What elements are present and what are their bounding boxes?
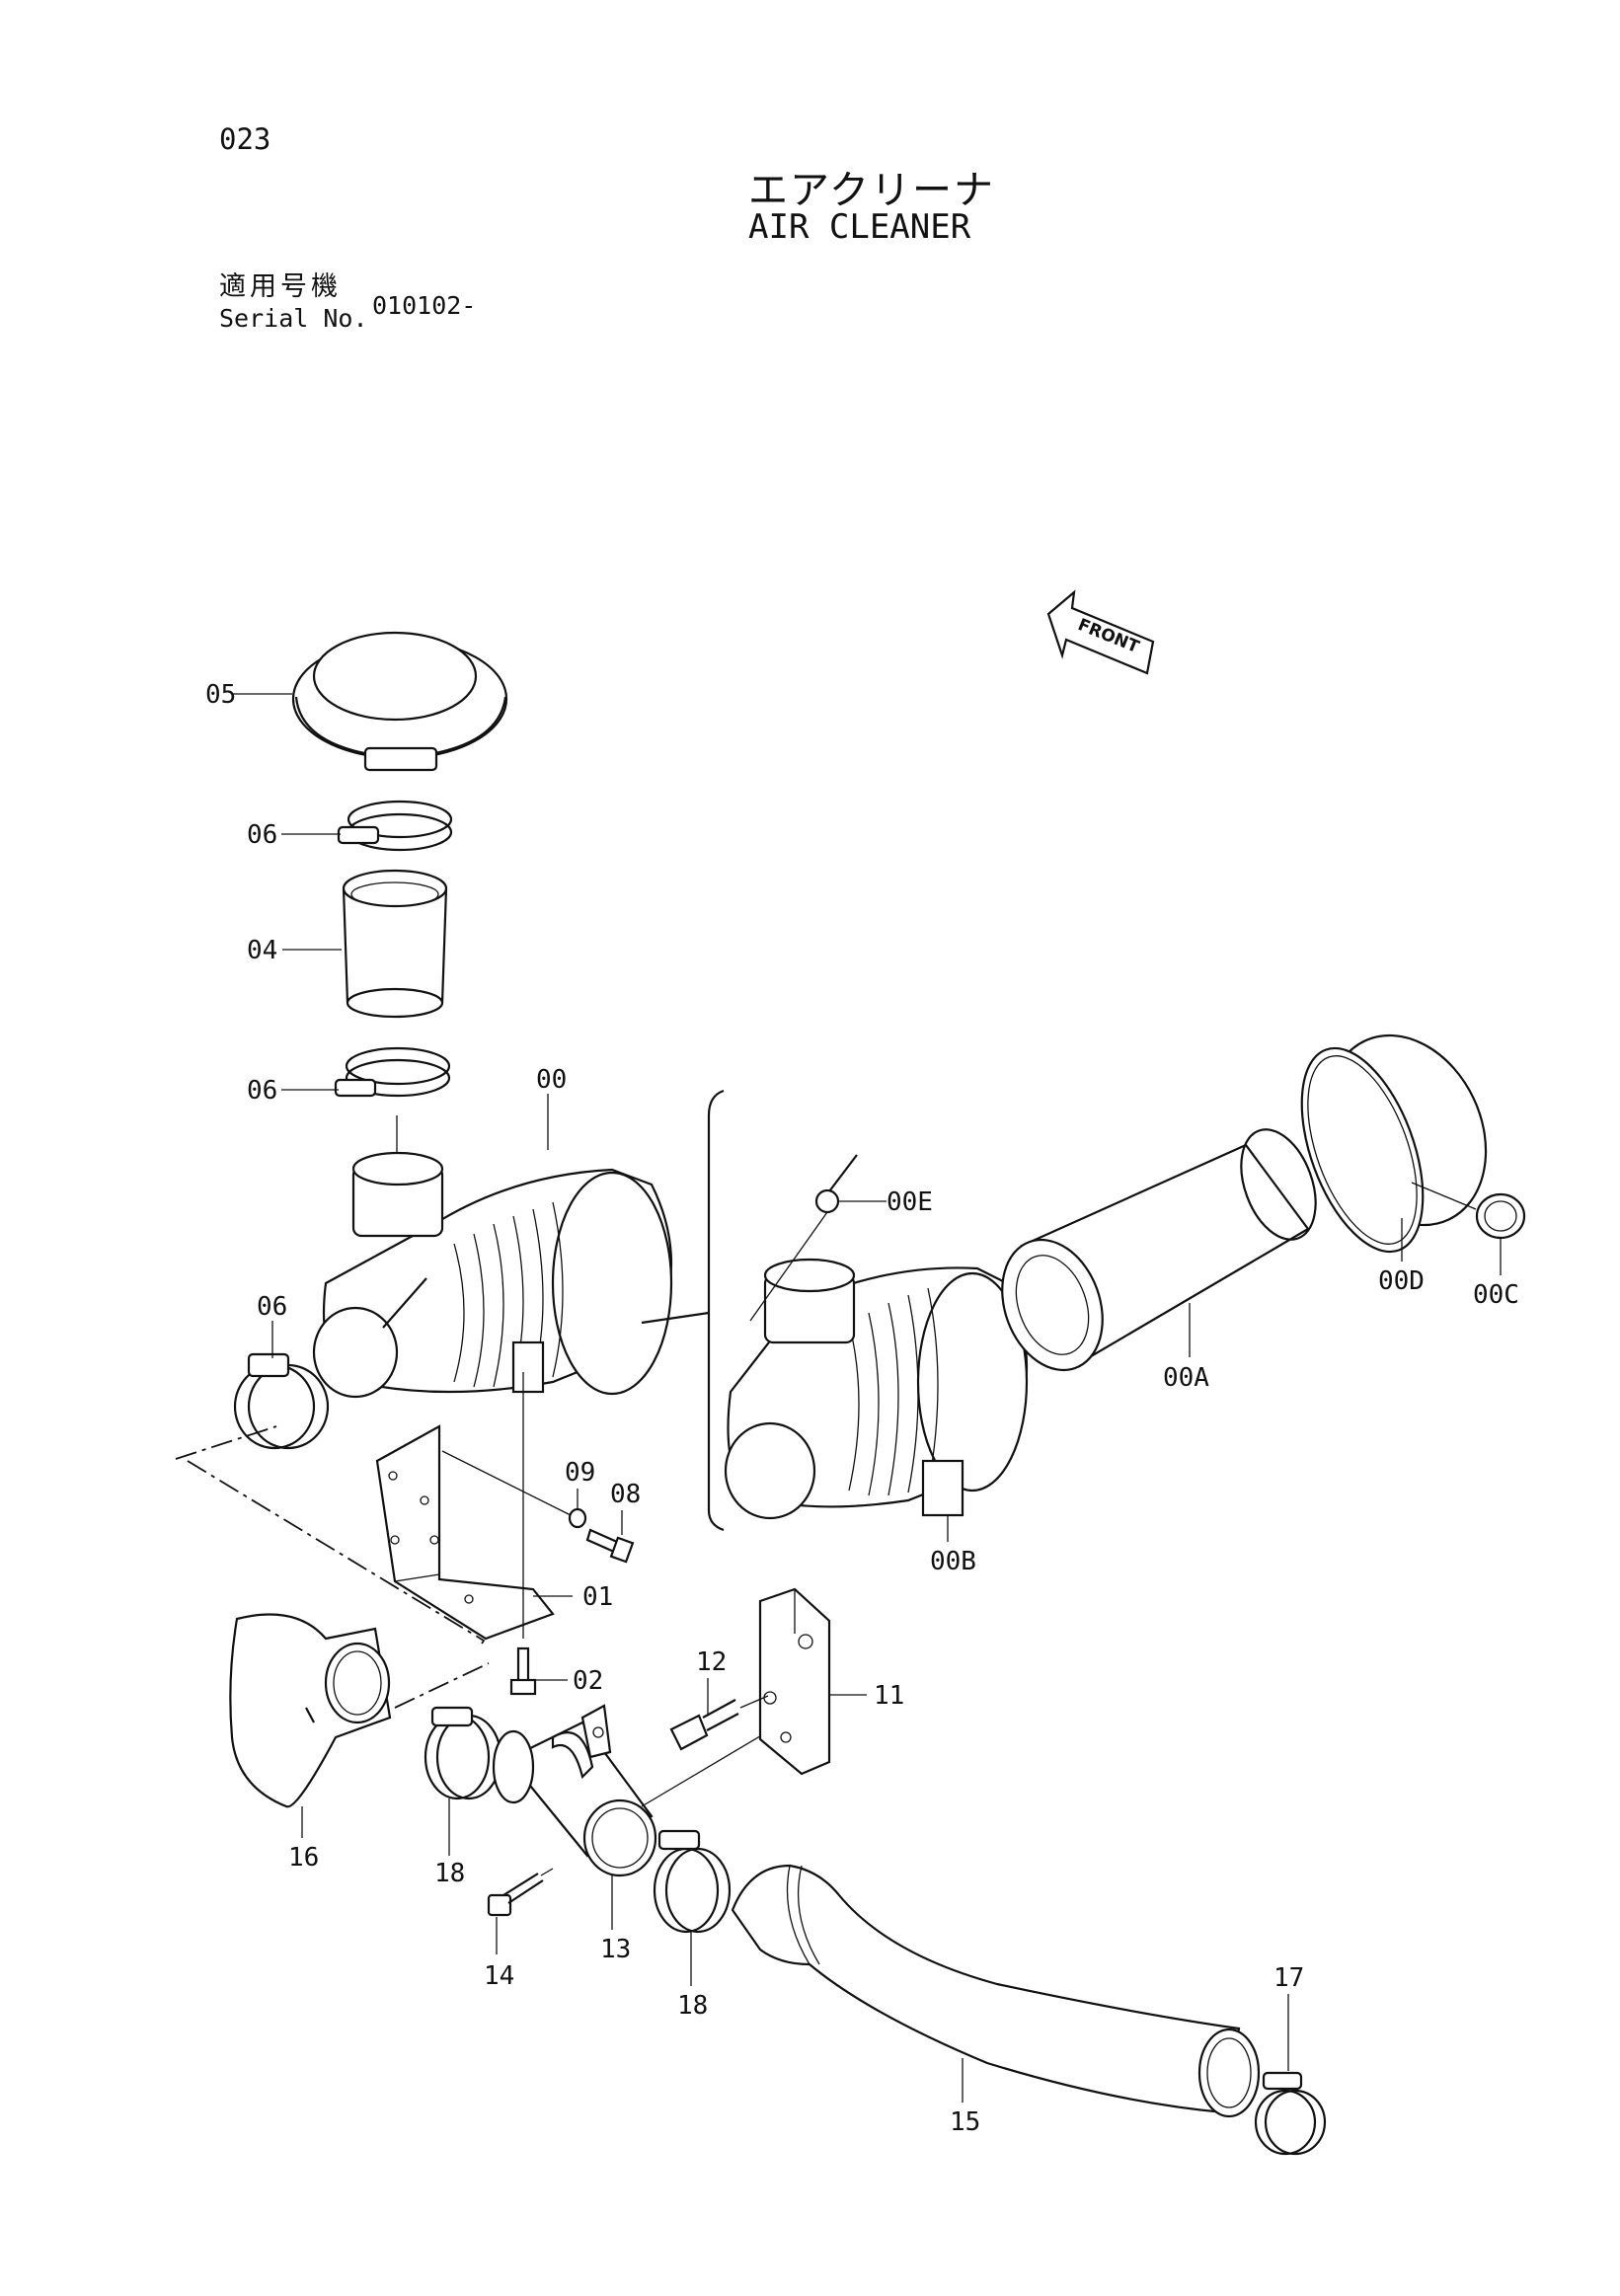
mounting-bracket-01 [375,1424,555,1641]
label-09: 09 [565,1458,595,1488]
title-japanese: エアクリーナ [748,168,995,213]
label-02: 02 [573,1666,603,1696]
label-00A: 00A [1163,1363,1209,1393]
bolt-02 [509,1646,537,1696]
label-15: 15 [950,2107,980,2137]
label-12: 12 [696,1647,727,1677]
air-cleaner-assembly-00 [312,1151,673,1399]
page-number: 023 [219,122,271,156]
label-01: 01 [582,1582,613,1612]
indicator-00E [814,1154,858,1214]
filter-element-00A [1001,1128,1317,1372]
center-line-12 [739,1695,769,1709]
label-04: 04 [247,936,277,965]
label-18-left: 18 [434,1859,465,1888]
intake-hose-15 [731,1864,1261,2118]
label-11: 11 [874,1681,904,1711]
assembly-bracket-divider [707,1089,725,1532]
label-06-upper: 06 [247,820,277,850]
label-14: 14 [484,1961,514,1991]
label-00C: 00C [1473,1280,1519,1310]
intake-pipe-04 [342,869,448,1019]
label-00D: 00D [1378,1266,1425,1296]
assembly-center-line [175,1425,486,1645]
label-06-mid: 06 [247,1076,277,1106]
label-17: 17 [1273,1963,1304,1993]
label-18-right: 18 [677,1991,708,2021]
label-08: 08 [610,1480,641,1509]
center-line-13 [641,1726,776,1807]
hose-clamp-17 [1254,2071,1327,2156]
bolt-08 [585,1528,635,1564]
label-13: 13 [600,1935,631,1964]
hose-clamp-06-upper [337,800,453,852]
hose-clamp-06-side [233,1352,330,1450]
label-06-side: 06 [257,1292,287,1322]
title-english: AIR CLEANER [748,207,971,247]
label-05: 05 [205,680,236,710]
serial-label-japanese: 適用号機 [219,271,342,302]
bolt-12 [669,1699,739,1751]
hose-clamp-18-left [424,1706,502,1800]
center-line-14 [540,1868,554,1876]
elbow-hose-16 [229,1613,392,1808]
end-cover-00D [1300,1033,1488,1254]
label-00B: 00B [930,1547,976,1576]
washer-09 [568,1507,587,1529]
hose-clamp-18-right [653,1829,732,1934]
label-00E: 00E [887,1187,933,1217]
center-line-16 [394,1662,490,1709]
serial-number-value: 010102- [372,291,477,320]
label-16: 16 [288,1843,319,1873]
front-arrow-icon: FRONT [1046,589,1155,675]
rain-cap-05 [291,631,508,772]
label-00: 00 [536,1065,567,1095]
mounting-plate-11 [758,1587,831,1776]
bolt-14 [487,1873,544,1917]
air-cleaner-body-00B [724,1258,1029,1520]
assembly-bracket-pointer [641,1311,710,1325]
connector-pipe-13 [492,1704,657,1877]
serial-label-english: Serial No. [219,304,368,333]
center-line-09 [441,1450,572,1516]
hose-clamp-06-lower [334,1046,451,1098]
center-line-00E [749,1211,828,1322]
